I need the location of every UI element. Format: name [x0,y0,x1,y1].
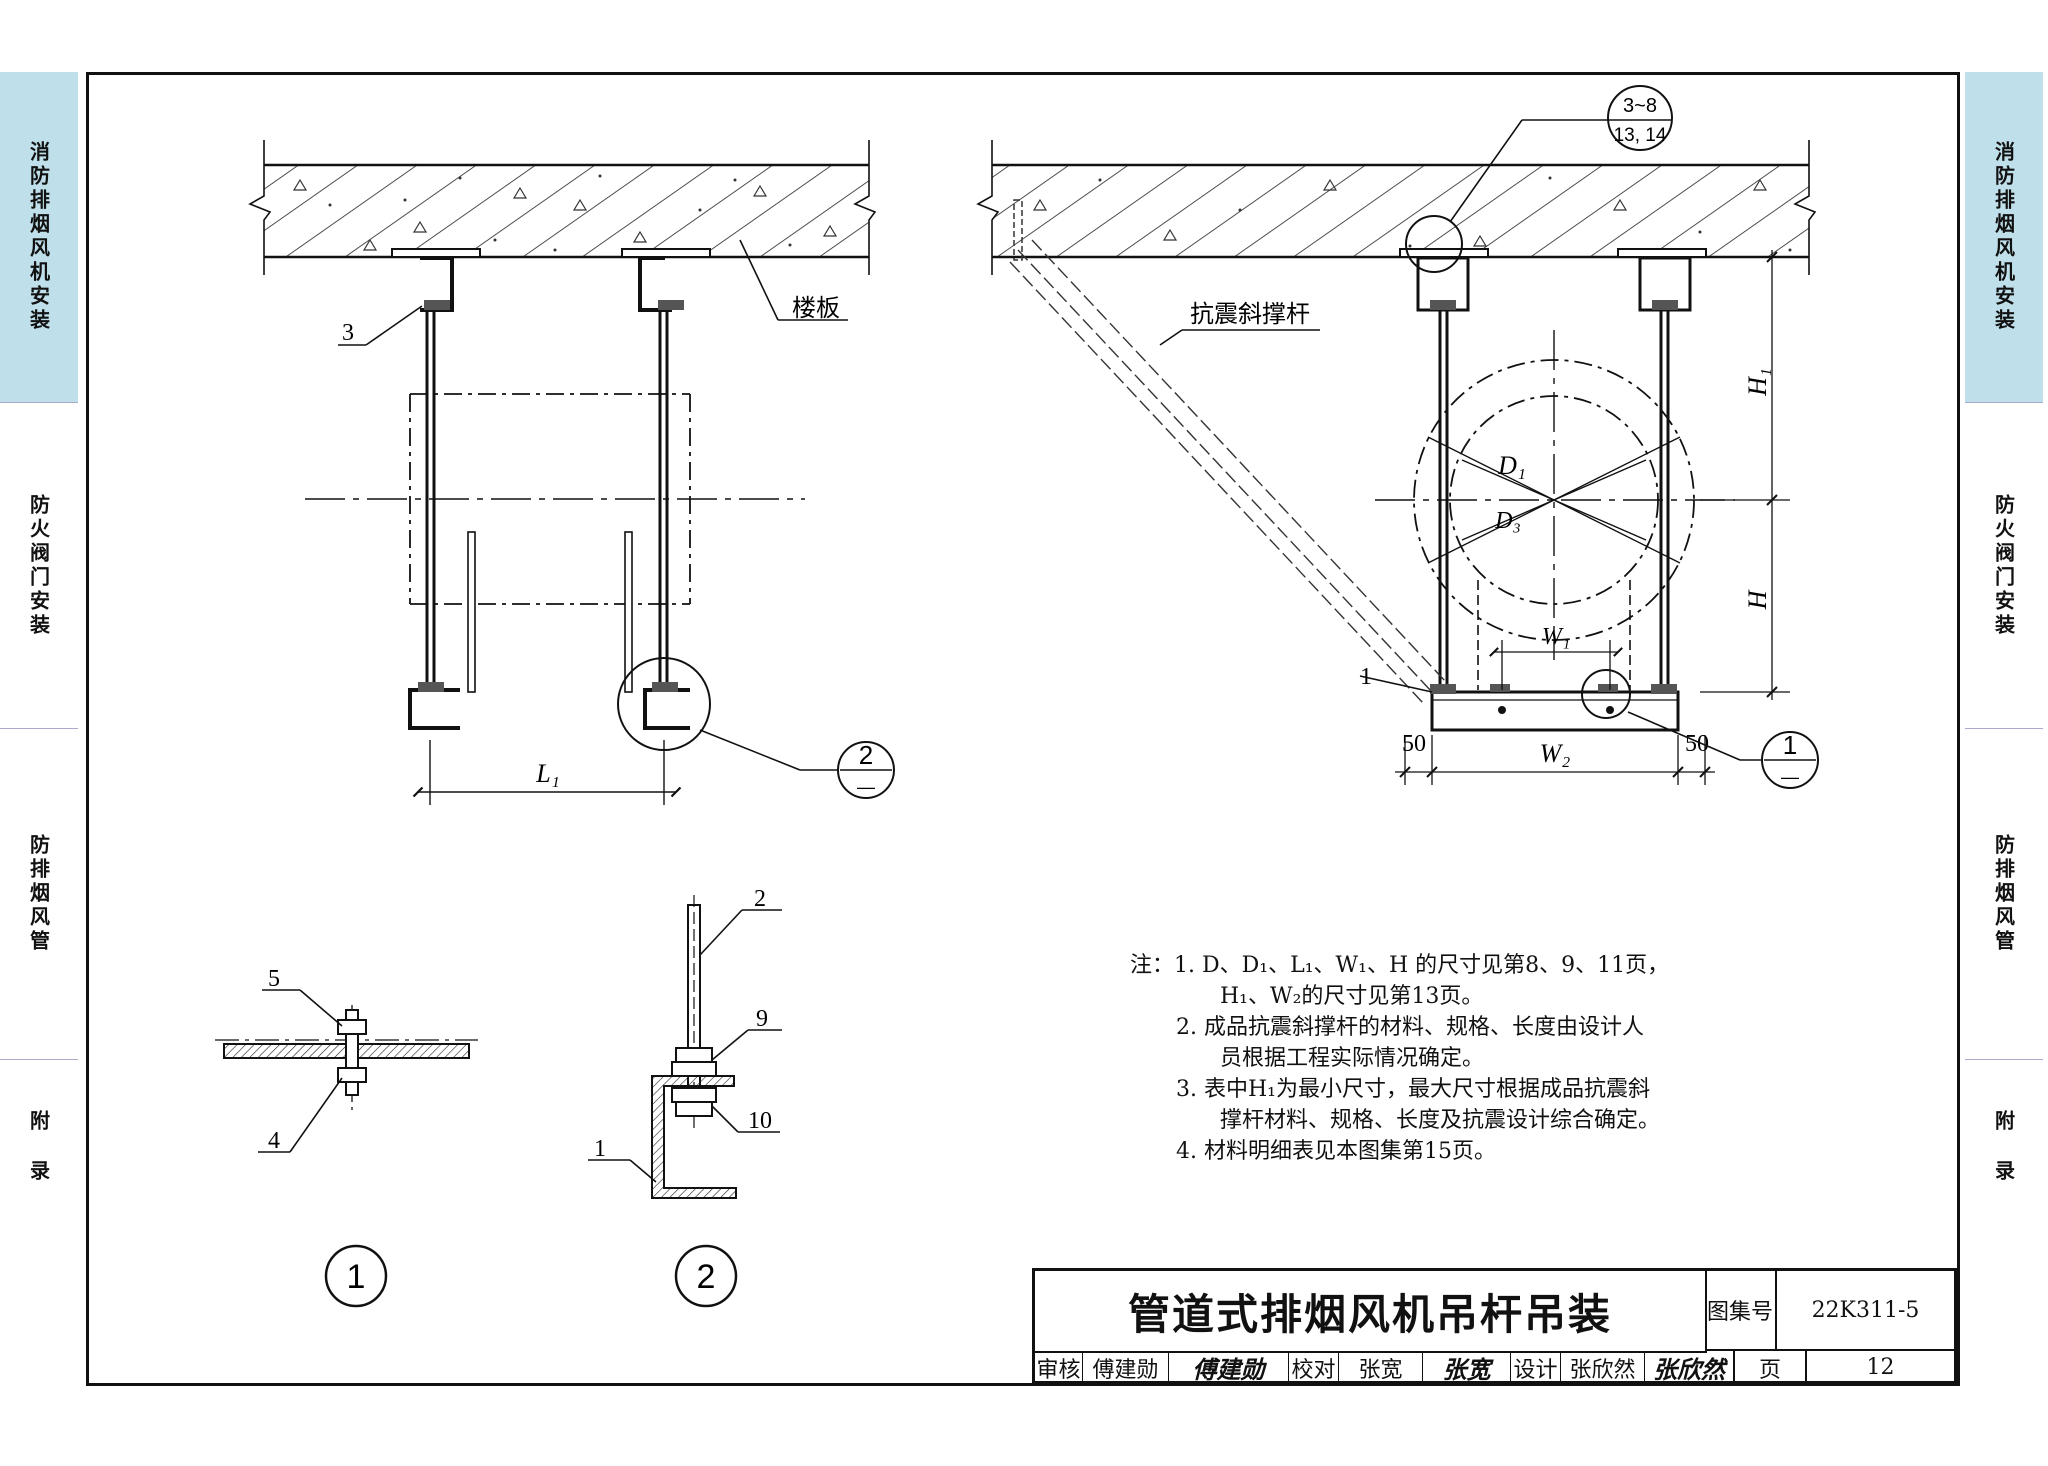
sidebar-divider [1965,402,2043,403]
sidebar-left-tab-fan[interactable]: 消防排烟风机安装 [0,72,78,402]
dim-W1-label: W₁ [1542,624,1570,650]
checker-signature: 张宽 [1423,1351,1511,1384]
detail-2-title: 2 [697,1258,716,1296]
dim-H1-label: H₁ [1743,368,1772,397]
ref-3-8-top: 3~8 [1623,95,1657,117]
sidebar-right-tab-damper[interactable]: 防火阀门安装 [1965,403,2043,728]
ref-3-8-bottom: 13, 14 [1614,125,1667,146]
dim-50-left-label: 50 [1402,731,1426,757]
detail-1: 5 4 1 [215,966,478,1308]
sidebar-left-label-fan: 消防排烟风机安装 [26,141,51,333]
atlas-no-value: 22K311-5 [1777,1271,1954,1351]
part-2-label: 2 [754,886,766,912]
dim-50-right-label: 50 [1685,731,1709,757]
sidebar-left-tab-duct[interactable]: 防排烟风管 [0,729,78,1059]
slab-label: 楼板 [792,294,840,322]
part-3-label: 3 [342,320,354,346]
page-label: 页 [1735,1351,1807,1384]
sidebar-right-tab-fan[interactable]: 消防排烟风机安装 [1965,72,2043,402]
detail-ref-2-number: 2 [859,740,873,770]
dim-H-label: H [1743,589,1772,610]
seismic-brace [1009,199,1447,705]
base-channel [1430,690,1680,732]
sidebar-divider [0,728,78,729]
sidebar-divider [1965,1059,2043,1060]
dim-D3-label: D₃ [1494,508,1521,534]
designer-name: 张欣然 [1561,1351,1645,1384]
note-line-3: 2. 成品抗震斜撑杆的材料、规格、长度由设计人 [1176,1015,1644,1040]
detail-ref-1-dash: — [1781,767,1799,787]
part-5-label: 5 [268,966,280,992]
concrete-slab-left [248,140,877,275]
atlas-no-label: 图集号 [1705,1271,1777,1351]
sidebar-right-label-appendix: 附录 [1991,1110,2016,1210]
ref-3-8-bubble [1607,85,1673,151]
sidebar-left-label-appendix: 附录 [26,1110,51,1210]
sidebar-divider [1965,728,2043,729]
page-number: 12 [1866,1355,1895,1380]
part-9-label: 9 [756,1006,768,1032]
reviewer-signature: 傅建勋 [1169,1351,1289,1384]
left-view: 2 — L₁ 3 楼板 [248,140,895,805]
note-line-7: 4. 材料明细表见本图集第15页。 [1176,1139,1496,1164]
checker-name: 张宽 [1339,1351,1423,1384]
part-10-label: 10 [748,1108,772,1134]
detail-2: 2 9 10 1 2 [588,886,782,1308]
sidebar-right-label-fan: 消防排烟风机安装 [1991,141,2016,333]
part-4-label: 4 [268,1128,280,1154]
detail-ref-1-number: 1 [1783,730,1797,760]
dim-D1-label: D₁ [1497,451,1526,480]
reviewer-name: 傅建勋 [1083,1351,1169,1384]
note-line-2: H₁、W₂的尺寸见第13页。 [1220,984,1484,1009]
sidebar-right-label-damper: 防火阀门安装 [1991,493,2016,638]
sidebar-left-tab-damper[interactable]: 防火阀门安装 [0,403,78,728]
sidebar-right-tab-duct[interactable]: 防排烟风管 [1965,729,2043,1059]
dim-W2-label: W₂ [1540,739,1571,768]
dim-L1-label: L₁ [535,759,560,788]
brace-label: 抗震斜撑杆 [1190,300,1310,328]
sidebar-right-tab-appendix[interactable]: 附录 [1965,1060,2043,1260]
design-label: 设计 [1511,1351,1561,1384]
note-line-4: 员根据工程实际情况确定。 [1220,1046,1485,1071]
detail-1-title: 1 [347,1258,366,1296]
review-label: 审核 [1035,1351,1083,1384]
drawing-frame [86,72,1960,1386]
sidebar-divider [0,402,78,403]
sidebar-left-tab-appendix[interactable]: 附录 [0,1060,78,1260]
check-label: 校对 [1289,1351,1339,1384]
note-line-1: 注：1. D、D₁、L₁、W₁、H 的尺寸见第8、9、11页， [1130,953,1670,978]
title-block: 管道式排烟风机吊杆吊装 图集号 22K311-5 审核 傅建勋 傅建勋 校对 张… [1032,1268,1957,1384]
designer-signature: 张欣然 [1645,1351,1735,1384]
note-line-6: 撑杆材料、规格、长度及抗震设计综合确定。 [1220,1108,1661,1133]
part-1-label-right: 1 [1360,664,1372,690]
detail-ref-2-dash: — [857,777,875,797]
right-view: D₁ D₃ W₁ W₂ 50 50 [976,85,1819,789]
note-line-5: 3. 表中H₁为最小尺寸，最大尺寸根据成品抗震斜 [1176,1077,1650,1102]
drawing-title: 管道式排烟风机吊杆吊装 [1035,1271,1707,1353]
sidebar-left-label-damper: 防火阀门安装 [26,493,51,638]
notes-block: 注：1. D、D₁、L₁、W₁、H 的尺寸见第8、9、11页， H₁、W₂的尺寸… [1130,950,1669,1167]
sidebar-divider [0,1059,78,1060]
sidebar-left-label-duct: 防排烟风管 [26,834,51,954]
part-1-label-detail: 1 [594,1136,606,1162]
sidebar-right-label-duct: 防排烟风管 [1991,834,2016,954]
concrete-slab-right [976,140,1817,275]
